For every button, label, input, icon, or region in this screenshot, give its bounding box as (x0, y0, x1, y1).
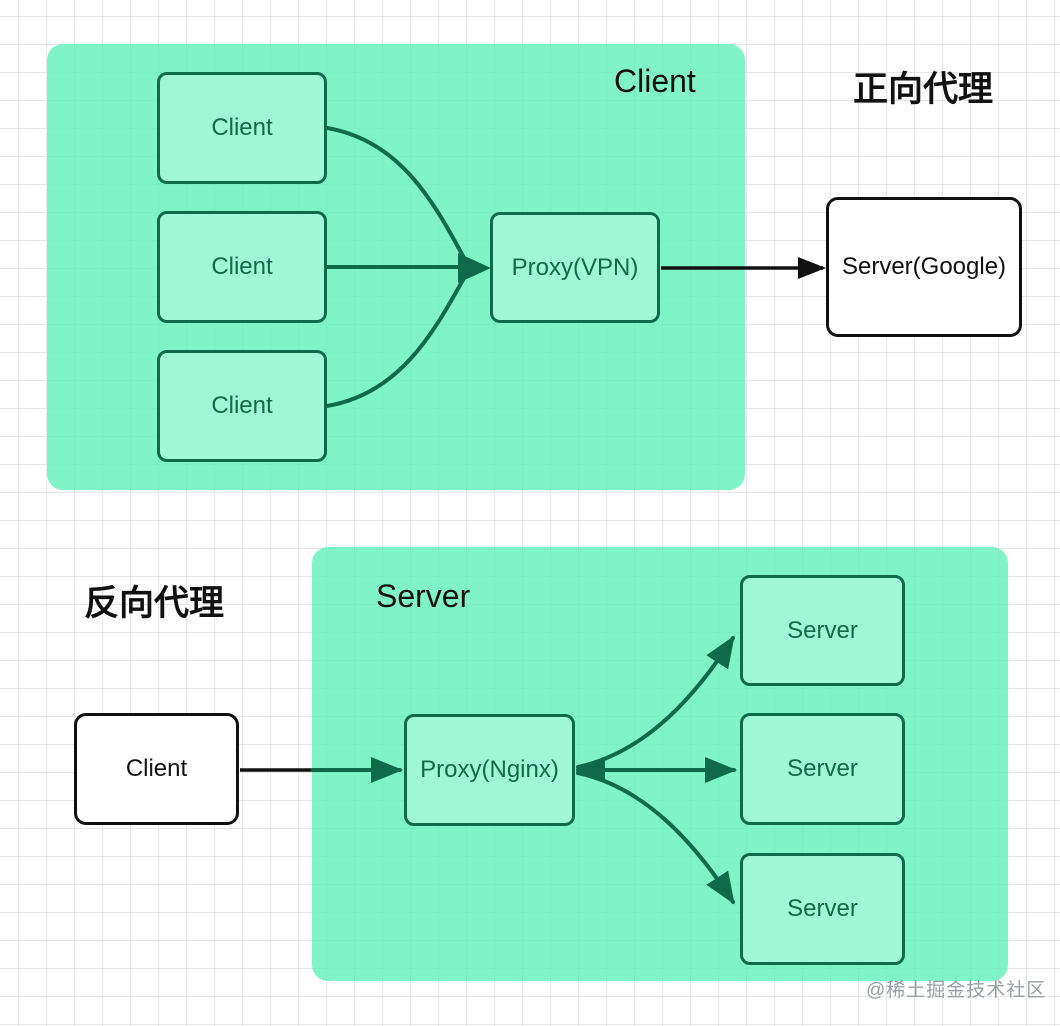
reverse-server-node-2: Server (740, 713, 905, 825)
forward-container-title: Client (614, 63, 696, 99)
arrow-proxy-nginx-to-server3 (576, 771, 735, 905)
watermark: @稀土掘金技术社区 (866, 980, 1047, 1001)
arrow-proxy-nginx-to-server1 (576, 635, 735, 769)
server-google-node: Server(Google) (826, 197, 1022, 337)
server-google-node-label: Server(Google) (841, 253, 1007, 280)
forward-client-node-2-label: Client (211, 253, 273, 280)
forward-client-node-1-label: Client (211, 114, 273, 141)
arrow-client3-to-proxy-vpn (325, 276, 466, 408)
reverse-server-node-3-label: Server (787, 895, 858, 922)
proxy-vpn-node: Proxy(VPN) (490, 212, 660, 323)
forward-client-node-3: Client (157, 350, 327, 462)
converge-arrowhead-icon (458, 253, 491, 283)
forward-client-node-3-label: Client (211, 392, 273, 419)
reverse-server-node-3: Server (740, 853, 905, 965)
reverse-client-node: Client (74, 713, 239, 825)
reverse-server-node-1-label: Server (787, 616, 858, 644)
reverse-server-node-2-label: Server (787, 755, 858, 782)
reverse-client-node-label: Client (125, 755, 188, 782)
forward-section-title: 正向代理 (853, 70, 994, 109)
forward-client-node-1: Client (157, 72, 327, 184)
proxy-nginx-node: Proxy(Nginx) (404, 714, 575, 826)
proxy-nginx-node-label: Proxy(Nginx) (420, 756, 559, 783)
arrow-client1-to-proxy-vpn (325, 126, 466, 260)
proxy-vpn-node-label: Proxy(VPN) (511, 253, 639, 281)
forward-client-node-2: Client (157, 211, 327, 323)
reverse-section-title: 反向代理 (84, 584, 225, 623)
reverse-container-title: Server (376, 578, 471, 614)
reverse-server-node-1: Server (740, 575, 905, 686)
